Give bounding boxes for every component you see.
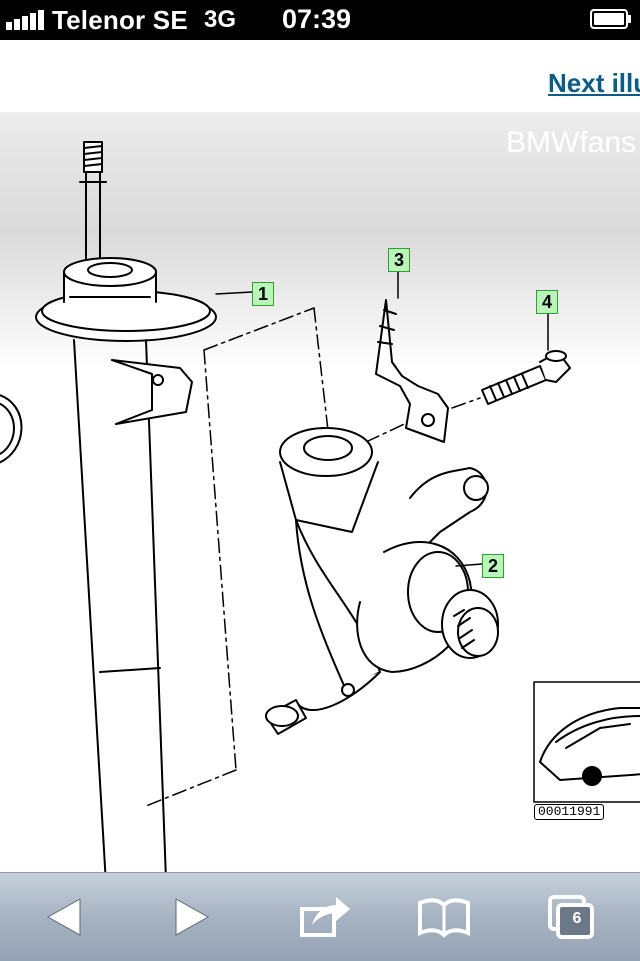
diagram-code: 00011991 bbox=[534, 804, 605, 820]
status-time: 07:39 bbox=[282, 4, 352, 34]
tab-count: 6 bbox=[572, 910, 582, 927]
shock-absorber-part bbox=[35, 141, 217, 872]
carrier-name: Telenor SE bbox=[52, 5, 188, 35]
page-header: Next illu bbox=[0, 40, 640, 112]
share-icon[interactable] bbox=[296, 889, 352, 945]
back-arrow-icon[interactable] bbox=[36, 889, 92, 945]
callout-2[interactable]: 2 bbox=[482, 554, 504, 578]
browser-toolbar bbox=[0, 872, 640, 961]
signal-bars-icon bbox=[6, 10, 44, 30]
tabs-icon[interactable] bbox=[546, 889, 602, 945]
callout-3[interactable]: 3 bbox=[388, 248, 410, 272]
parts-diagram: BMWfans bbox=[0, 112, 640, 872]
watermark: BMWfans bbox=[506, 126, 637, 159]
battery-icon bbox=[590, 9, 631, 29]
status-bar: Telenor SE 3G 07:39 bbox=[0, 0, 640, 40]
next-illustration-link[interactable]: Next illu bbox=[548, 68, 640, 98]
callout-1[interactable]: 1 bbox=[252, 282, 274, 306]
steering-knuckle-part bbox=[265, 427, 499, 735]
parts-illustration bbox=[0, 141, 640, 872]
forward-arrow-icon[interactable] bbox=[164, 889, 220, 945]
car-inset-thumbnail bbox=[533, 681, 640, 803]
bolt-part bbox=[481, 350, 571, 405]
bookmarks-icon[interactable] bbox=[416, 889, 472, 945]
o-ring-part bbox=[0, 394, 23, 464]
network-type: 3G bbox=[204, 6, 237, 33]
bracket-part bbox=[375, 299, 449, 443]
callout-4[interactable]: 4 bbox=[536, 290, 558, 314]
